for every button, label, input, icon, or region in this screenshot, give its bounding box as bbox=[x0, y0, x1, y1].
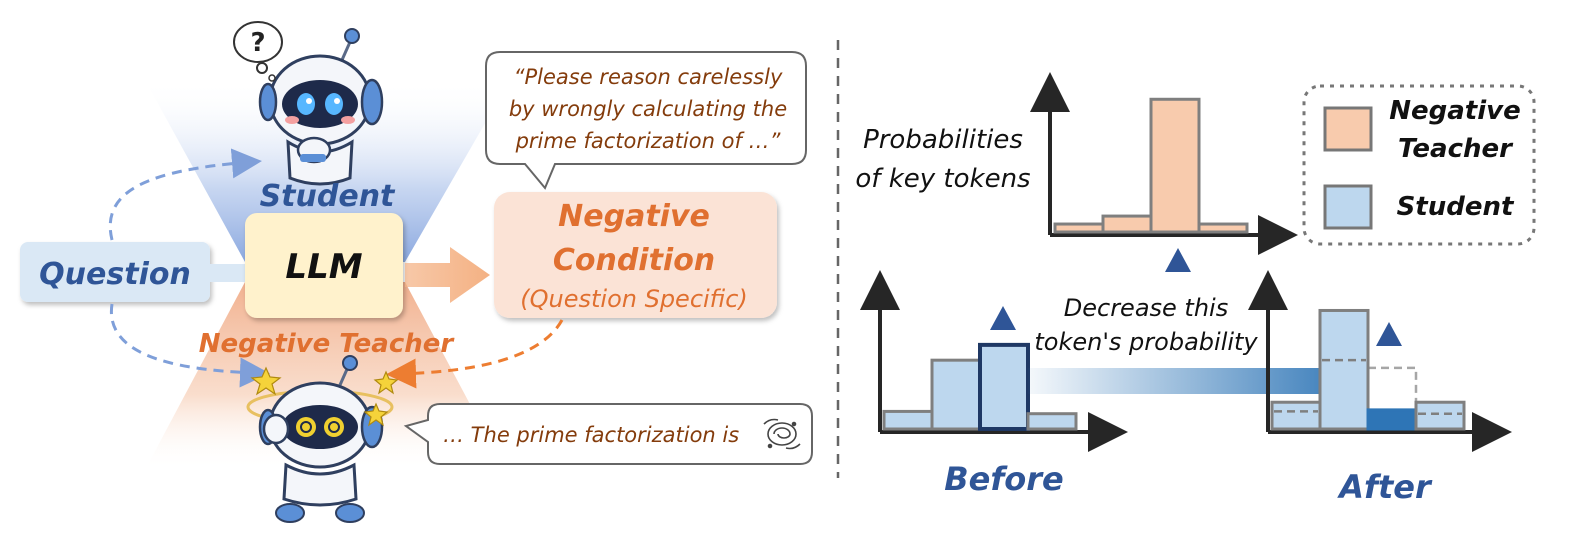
prob-label-line1: Probabilities bbox=[863, 125, 1023, 155]
speech-top-line-1: “Please reason carelessly bbox=[514, 65, 783, 89]
legend-student-label: Student bbox=[1397, 192, 1515, 222]
student-before-bar-0 bbox=[882, 409, 934, 431]
condition-subtitle: (Question Specific) bbox=[520, 285, 748, 313]
student-before-bar-1 bbox=[930, 358, 982, 431]
dashed-arrow-condition-to-teacher bbox=[386, 319, 564, 389]
chart-before-pointer bbox=[990, 306, 1016, 330]
student-before-bar-3 bbox=[1026, 412, 1078, 431]
decrease-line2: token's probability bbox=[1034, 328, 1258, 356]
legend-teacher-line1: Negative bbox=[1389, 96, 1520, 126]
student-robot-icon bbox=[258, 28, 384, 186]
speech-bottom-text: … The prime factorization is bbox=[443, 423, 739, 447]
teacher-robot-icon bbox=[246, 355, 394, 523]
dashed-arrow-question-to-student bbox=[108, 148, 262, 241]
right-panel: Probabilities of key tokens Negative Tea… bbox=[855, 72, 1536, 506]
decrease-line1: Decrease this bbox=[1064, 294, 1228, 322]
negative-condition-box bbox=[494, 192, 777, 318]
dizzy-stars-icon bbox=[250, 366, 399, 427]
speech-top-line-2: by wrongly calculating the bbox=[509, 97, 787, 121]
negative-teacher-distribution-bar-2 bbox=[1149, 97, 1201, 234]
question-label: Question bbox=[39, 257, 191, 292]
question-box bbox=[20, 242, 210, 302]
negative-teacher-distribution-bar-1 bbox=[1101, 214, 1153, 234]
galaxy-spiral-icon bbox=[763, 418, 801, 450]
student-after-bar-1 bbox=[1318, 308, 1370, 431]
llm-label: LLM bbox=[285, 247, 362, 287]
chart-after-bars bbox=[1270, 308, 1466, 431]
condition-title-line1: Negative bbox=[558, 199, 710, 234]
negative-teacher-label: Negative Teacher bbox=[199, 329, 456, 359]
legend-swatch-teacher bbox=[1323, 106, 1373, 152]
thought-bubble: ? bbox=[233, 21, 283, 82]
negative-teacher-distribution-bar-3 bbox=[1197, 222, 1249, 234]
negative-teacher-distribution-bar-0 bbox=[1053, 222, 1105, 234]
decrease-arrow bbox=[1028, 356, 1366, 406]
llm-box bbox=[245, 213, 403, 318]
chart-teacher-axes bbox=[1030, 72, 1298, 255]
student-after-bar-0 bbox=[1270, 400, 1322, 431]
chart-teacher-pointer bbox=[1165, 248, 1191, 272]
condition-title-line2: Condition bbox=[553, 243, 715, 278]
legend-teacher-line2: Teacher bbox=[1398, 134, 1514, 164]
speech-top-line-3: prime factorization of …” bbox=[515, 129, 782, 153]
student-label: Student bbox=[260, 179, 396, 214]
speech-bubble-bottom bbox=[403, 403, 813, 465]
legend-swatch-student bbox=[1323, 184, 1373, 230]
legend-box bbox=[1302, 84, 1536, 246]
chart-before-axes bbox=[860, 270, 1128, 452]
chart-after-axes bbox=[1248, 270, 1512, 452]
after-label: After bbox=[1336, 468, 1433, 506]
question-mark: ? bbox=[250, 28, 265, 58]
chart-before-bars bbox=[882, 342, 1078, 431]
left-panel: ? Student Question LLM Negative Conditio… bbox=[20, 21, 813, 523]
question-llm-connector bbox=[210, 264, 250, 282]
prob-label-line2: of key tokens bbox=[855, 164, 1030, 194]
llm-to-condition-arrow bbox=[405, 247, 490, 303]
chart-teacher-bars bbox=[1053, 97, 1249, 234]
student-after-bar-3 bbox=[1414, 400, 1466, 431]
student-after-bar-2 bbox=[1366, 408, 1418, 431]
chart-after-pointer bbox=[1376, 322, 1402, 346]
before-label: Before bbox=[944, 460, 1063, 498]
speech-bubble-top bbox=[485, 51, 807, 190]
student-before-bar-2 bbox=[978, 342, 1030, 431]
